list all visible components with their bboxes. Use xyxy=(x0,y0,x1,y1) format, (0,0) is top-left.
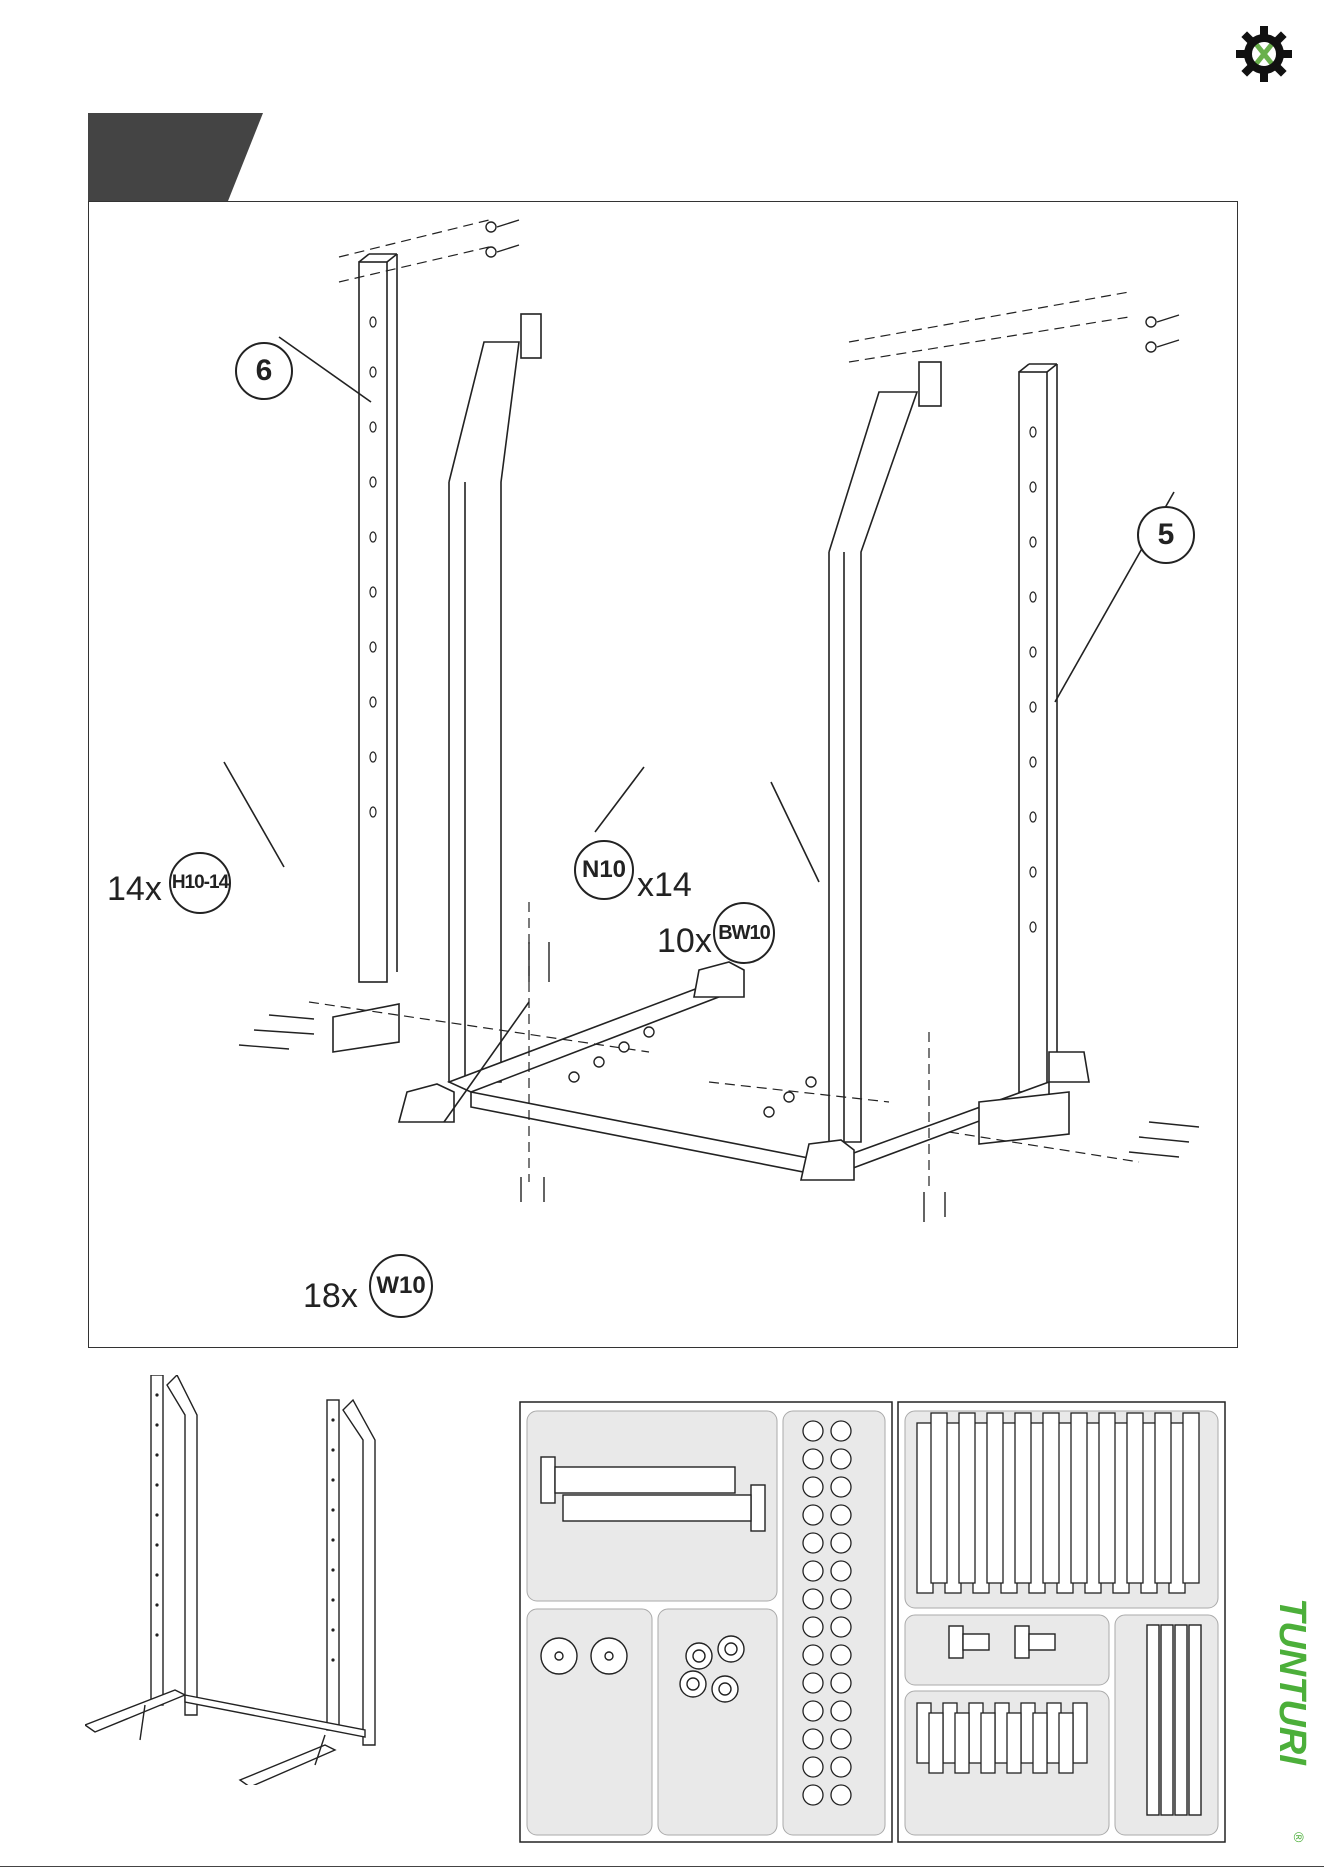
bw10-quantity: 10x xyxy=(657,922,712,961)
part-5-callout: 5 xyxy=(1137,506,1195,564)
assembly-tool-logo xyxy=(1234,24,1294,84)
hardware-parts-box xyxy=(519,1401,1226,1843)
footer-rule xyxy=(0,1866,1324,1867)
assembly-diagram-frame: 6 5 14x H10-14 N10 x14 10x BW10 18x W10 xyxy=(88,201,1238,1348)
assembled-rack-preview xyxy=(85,1375,425,1785)
brand-name: TUNTURI xyxy=(1271,1598,1313,1766)
part-6-callout: 6 xyxy=(235,342,293,400)
big-washer-bw10-callout: BW10 xyxy=(713,902,775,964)
n10-quantity: x14 xyxy=(637,866,692,905)
nut-n10-callout: N10 xyxy=(574,840,634,900)
registered-mark: ® xyxy=(1291,1832,1307,1843)
w10-quantity: 18x xyxy=(303,1277,358,1316)
washer-w10-callout: W10 xyxy=(369,1254,433,1318)
h10-14-quantity: 14x xyxy=(107,870,162,909)
bolt-h10-14-callout: H10-14 xyxy=(169,852,231,914)
tunturi-brand-logo: TUNTURI ® xyxy=(1266,1598,1314,1848)
gear-wrench-tool-icon xyxy=(1234,24,1294,84)
step-number-tab xyxy=(88,113,263,201)
